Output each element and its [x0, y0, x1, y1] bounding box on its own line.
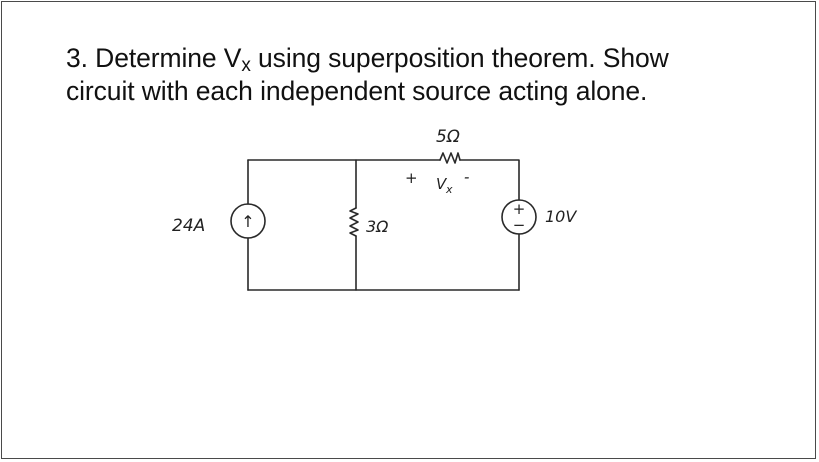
voltage-source — [501, 199, 537, 235]
resistor-3ohm — [349, 207, 359, 237]
voltage-plus-sign: + — [513, 200, 526, 218]
current-source-label: 24A — [172, 216, 205, 236]
vx-minus-sign: - — [464, 168, 469, 186]
wire-top-right — [459, 159, 520, 201]
question-line2: circuit with each independent source act… — [66, 76, 648, 106]
voltage-source-label: 10V — [545, 207, 577, 226]
up-arrow-icon: ↑ — [241, 212, 254, 231]
resistor-3ohm-label: 3Ω — [366, 217, 389, 236]
vx-label: V — [436, 175, 448, 193]
current-source — [230, 203, 266, 239]
resistor-5ohm-label: 5Ω — [436, 127, 460, 147]
voltage-minus-sign: − — [513, 216, 526, 234]
question-prefix: Determine V — [95, 43, 242, 73]
question-text: 3. Determine Vx using superposition theo… — [66, 42, 669, 108]
vx-subscript: x — [241, 55, 251, 76]
resistor-5ohm — [439, 152, 461, 164]
question-number: 3. — [66, 43, 88, 73]
vx-label-subscript: x — [445, 183, 453, 196]
question-line1-rest: using superposition theorem. Show — [258, 43, 669, 73]
vx-plus-sign: + — [405, 169, 418, 187]
